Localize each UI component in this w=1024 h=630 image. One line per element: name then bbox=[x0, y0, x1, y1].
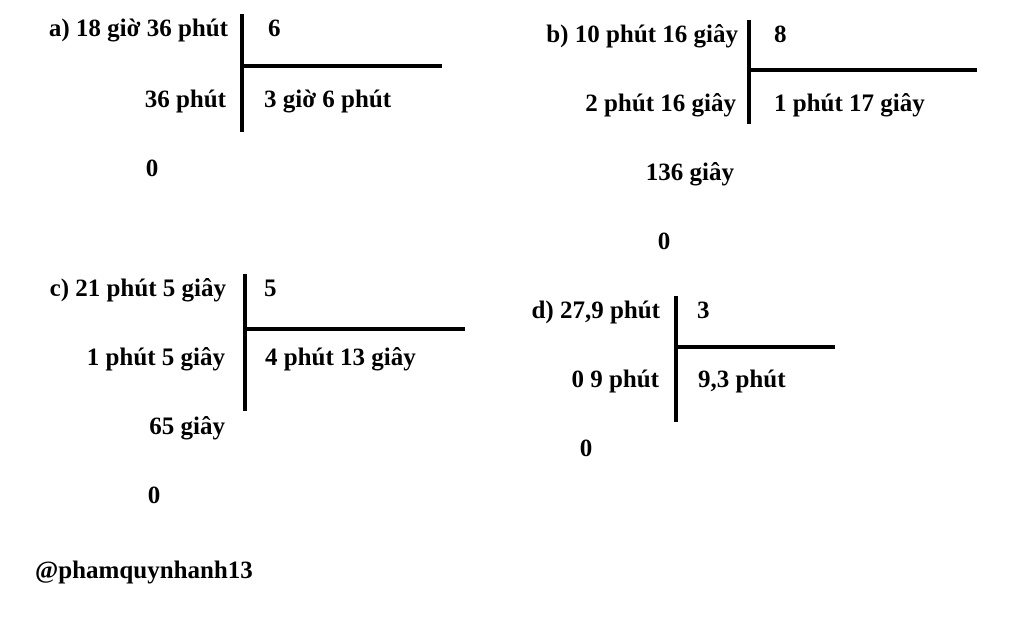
division-d-dividend: d) 27,9 phút bbox=[531, 297, 660, 324]
division-a-quotient: 3 giờ 6 phút bbox=[264, 86, 392, 113]
division-d-remainder: 0 bbox=[579, 435, 593, 462]
division-a-label: a) bbox=[48, 15, 70, 42]
division-a-vertical-bar bbox=[240, 14, 244, 132]
division-d-horizontal-bar bbox=[676, 345, 835, 349]
division-a-divisor: 6 bbox=[268, 15, 281, 42]
division-b-remainder: 0 bbox=[657, 228, 671, 255]
division-c-step1: 1 phút 5 giây bbox=[86, 344, 225, 371]
division-b-quotient: 1 phút 17 giây bbox=[774, 90, 925, 117]
division-d-vertical-bar bbox=[674, 296, 678, 422]
division-a-step1: 36 phút bbox=[144, 86, 226, 113]
division-b-horizontal-bar bbox=[749, 68, 977, 72]
division-c-quotient: 4 phút 13 giây bbox=[265, 344, 416, 371]
division-a-remainder: 0 bbox=[145, 155, 159, 182]
division-c-step2: 65 giây bbox=[149, 413, 225, 440]
division-b-divisor: 8 bbox=[774, 21, 787, 48]
division-b-dividend: b) 10 phút 16 giây bbox=[546, 21, 738, 48]
division-b-step1: 2 phút 16 giây bbox=[585, 90, 736, 117]
division-d-step1: 0 9 phút bbox=[571, 366, 659, 393]
division-c-label: c) bbox=[49, 275, 70, 302]
division-c-divisor: 5 bbox=[264, 275, 277, 302]
division-d-quotient: 9,3 phút bbox=[698, 366, 786, 393]
division-c-horizontal-bar bbox=[245, 327, 465, 331]
division-b-step2: 136 giây bbox=[645, 159, 734, 186]
watermark-username: @phamquynhanh13 bbox=[35, 557, 253, 584]
division-c-dividend: c) 21 phút 5 giây bbox=[49, 275, 226, 302]
division-d-divisor: 3 bbox=[697, 297, 710, 324]
division-c-remainder: 0 bbox=[147, 482, 161, 509]
division-a-horizontal-bar bbox=[242, 64, 442, 68]
division-b-vertical-bar bbox=[747, 20, 751, 124]
division-a-dividend: a) 18 giờ 36 phút bbox=[48, 15, 228, 42]
division-d-label: d) bbox=[531, 297, 554, 324]
division-c-vertical-bar bbox=[243, 274, 247, 411]
division-b-label: b) bbox=[546, 21, 569, 48]
